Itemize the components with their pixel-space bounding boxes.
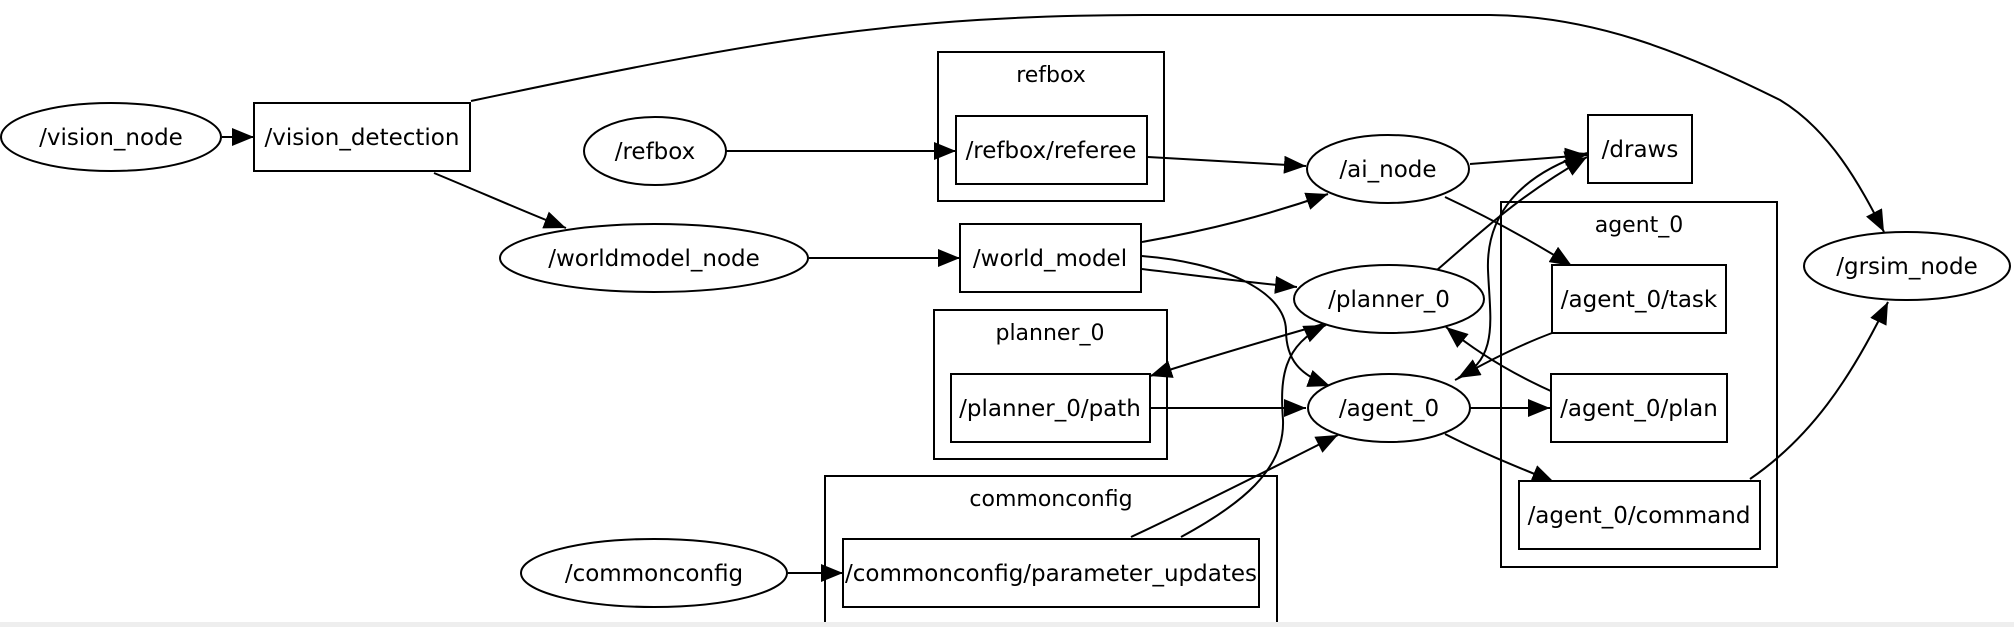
node-refbox[interactable]: /refbox — [583, 116, 727, 186]
edge-world-model-to-agent-0 — [1141, 255, 1331, 387]
edge-agent-0-command-to-grsim-node — [1749, 301, 1889, 480]
svg-text:/vision_detection: /vision_detection — [265, 125, 460, 151]
topic-planner-0-path[interactable]: /planner_0/path — [950, 373, 1151, 443]
topic-refbox-referee[interactable]: /refbox/referee — [955, 115, 1148, 185]
edge-parameter-updates-to-planner-0 — [1180, 324, 1327, 538]
svg-text:/planner_0: /planner_0 — [1328, 287, 1450, 313]
svg-text:/draws: /draws — [1602, 137, 1679, 163]
topic-agent-0-plan[interactable]: /agent_0/plan — [1550, 373, 1728, 443]
svg-text:/planner_0/path: /planner_0/path — [959, 396, 1141, 422]
bottom-strip — [0, 622, 2014, 627]
node-vision-node[interactable]: /vision_node — [0, 102, 222, 172]
topic-commonconfig-parameter-updates[interactable]: /commonconfig/parameter_updates — [842, 538, 1260, 608]
cluster-agent-0-label: agent_0 — [1595, 213, 1684, 238]
node-grsim-node[interactable]: /grsim_node — [1803, 231, 2011, 301]
edge-vision-detection-to-grsim-node — [470, 13, 1885, 233]
node-commonconfig[interactable]: /commonconfig — [520, 538, 788, 608]
svg-text:/refbox/referee: /refbox/referee — [966, 138, 1137, 164]
node-ai-node[interactable]: /ai_node — [1306, 134, 1470, 204]
svg-text:/agent_0/command: /agent_0/command — [1528, 503, 1751, 529]
cluster-planner-0: planner_0 — [933, 309, 1168, 460]
cluster-commonconfig: commonconfig — [824, 475, 1278, 626]
cluster-refbox-label: refbox — [1016, 63, 1086, 88]
edge-agent-0-to-agent-0-command — [1444, 433, 1555, 483]
edge-parameter-updates-to-agent-0 — [1130, 434, 1339, 538]
edge-world-model-to-planner-0 — [1141, 268, 1298, 294]
edges — [222, 13, 1889, 582]
cluster-refbox: refbox — [937, 51, 1165, 202]
topic-vision-detection[interactable]: /vision_detection — [253, 102, 471, 172]
svg-text:/vision_node: /vision_node — [39, 125, 183, 151]
svg-text:/commonconfig/parameter_update: /commonconfig/parameter_updates — [845, 561, 1257, 587]
edge-vision-detection-to-worldmodel-node — [433, 172, 567, 229]
svg-text:/worldmodel_node: /worldmodel_node — [548, 246, 760, 272]
edge-refbox-referee-to-ai-node — [1147, 155, 1307, 174]
cluster-commonconfig-label: commonconfig — [969, 487, 1132, 512]
svg-text:/commonconfig: /commonconfig — [565, 561, 743, 587]
svg-text:/world_model: /world_model — [973, 246, 1127, 272]
svg-text:/agent_0/task: /agent_0/task — [1561, 287, 1718, 313]
edge-ai-node-to-agent-0-task — [1444, 196, 1573, 267]
svg-text:/grsim_node: /grsim_node — [1836, 254, 1977, 280]
edge-agent-0-task-to-agent-0 — [1457, 332, 1553, 379]
topic-world-model[interactable]: /world_model — [959, 223, 1142, 293]
svg-text:/agent_0: /agent_0 — [1339, 396, 1439, 422]
edge-agent-0-plan-to-planner-0 — [1445, 326, 1554, 393]
svg-text:/agent_0/plan: /agent_0/plan — [1560, 396, 1718, 422]
edge-world-model-to-ai-node — [1141, 192, 1329, 243]
topic-agent-0-task[interactable]: /agent_0/task — [1551, 264, 1727, 334]
cluster-planner-0-label: planner_0 — [995, 321, 1104, 346]
edge-planner-0-to-planner-0-path — [1149, 322, 1328, 378]
cluster-agent-0: agent_0 — [1500, 201, 1778, 568]
svg-text:/refbox: /refbox — [615, 139, 696, 165]
topic-agent-0-command[interactable]: /agent_0/command — [1518, 480, 1761, 550]
node-agent-0[interactable]: /agent_0 — [1307, 373, 1471, 443]
svg-text:/ai_node: /ai_node — [1339, 157, 1436, 183]
node-worldmodel-node[interactable]: /worldmodel_node — [499, 223, 809, 293]
node-planner-0[interactable]: /planner_0 — [1293, 264, 1485, 334]
topic-draws[interactable]: /draws — [1587, 114, 1693, 184]
